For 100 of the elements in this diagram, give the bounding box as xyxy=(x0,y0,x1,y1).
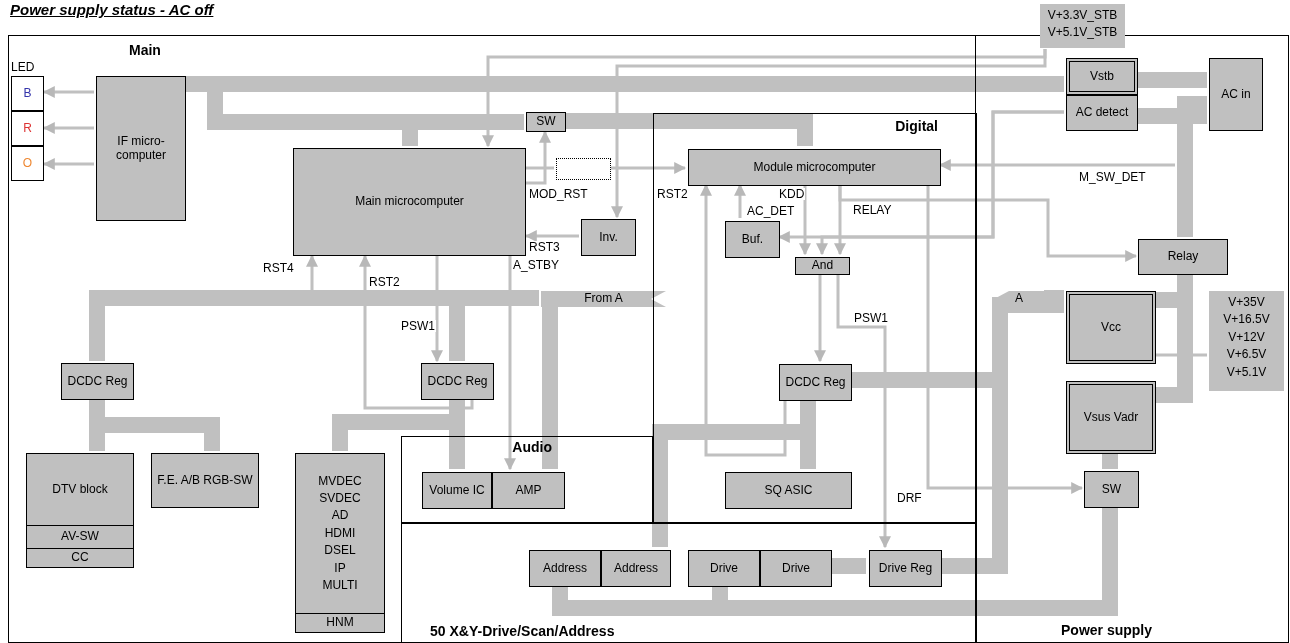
block-label: F.E. A/B RGB-SW xyxy=(156,471,254,489)
arrow xyxy=(816,110,1064,256)
arrow xyxy=(611,49,1047,219)
block-label: Buf. xyxy=(740,230,765,248)
arrow xyxy=(814,274,826,363)
circuit-block xyxy=(295,453,385,633)
power-bus xyxy=(1138,108,1207,124)
power-bus xyxy=(831,558,866,574)
circuit-block xyxy=(1138,239,1228,275)
block-label: SW xyxy=(1100,480,1123,498)
block-label: Drive xyxy=(781,559,811,577)
block-label: Module microcomputer xyxy=(752,158,877,176)
block-label: Vstb xyxy=(1089,67,1115,85)
circuit-block xyxy=(688,149,941,186)
circuit-block xyxy=(293,148,526,256)
block-label: From A xyxy=(583,291,624,307)
block-label: Inv. xyxy=(598,228,619,246)
signal-label: M_SW_DET xyxy=(1078,171,1147,183)
board-title: Audio xyxy=(512,439,552,455)
arrow xyxy=(431,256,443,363)
power-bus xyxy=(1177,96,1207,237)
circuit-block xyxy=(725,472,852,509)
signal-label: AC_DET xyxy=(746,205,796,217)
arrow xyxy=(504,256,516,471)
block-label: AMP xyxy=(514,481,543,499)
connector-flag xyxy=(541,291,666,307)
block-label: DTV block xyxy=(51,480,109,498)
block-label: AC detect xyxy=(1074,104,1130,122)
block-label: Drive Reg xyxy=(877,559,934,577)
block-label: Drive xyxy=(709,559,739,577)
voltage-callout xyxy=(1040,4,1125,48)
circuit-block xyxy=(421,363,494,400)
power-bus xyxy=(542,307,558,469)
circuit-block xyxy=(96,76,186,221)
signal-label: PSW1 xyxy=(853,312,889,324)
board-title: Digital xyxy=(895,118,938,134)
block-label: V+3.3V_STB V+5.1V_STB xyxy=(1046,7,1119,42)
block-label: HNM xyxy=(296,613,384,632)
circuit-block xyxy=(795,257,850,275)
arrow xyxy=(42,158,94,170)
signal-label: KDD xyxy=(778,188,806,200)
circuit-block xyxy=(581,219,636,256)
signal-label: RST2 xyxy=(368,276,401,288)
arrow xyxy=(799,185,811,256)
circuit-block xyxy=(26,453,134,568)
arrow xyxy=(42,122,94,134)
block-label: DCDC Reg xyxy=(426,372,489,390)
circuit-block xyxy=(422,472,492,509)
led-indicator xyxy=(11,146,44,181)
board-title: 50 X&Y-Drive/Scan/Address xyxy=(430,623,615,639)
circuit-block xyxy=(688,550,760,587)
diagram-title: Power supply status - AC off xyxy=(10,1,214,18)
block-label: AC in xyxy=(1220,85,1252,103)
block-label: B xyxy=(22,84,33,102)
block-label: R xyxy=(22,119,33,137)
circuit-block xyxy=(725,221,780,258)
arrow xyxy=(526,130,551,185)
voltage-callout xyxy=(1209,291,1284,391)
led-indicator xyxy=(11,111,44,146)
signal-label: DRF xyxy=(896,492,923,504)
block-label: Relay xyxy=(1166,248,1200,266)
power-bus xyxy=(1102,454,1118,469)
circuit-block xyxy=(1209,58,1263,131)
circuit-block xyxy=(1066,58,1138,95)
arrow xyxy=(611,162,687,174)
block-label: SQ ASIC xyxy=(763,481,814,499)
signal-label: PSW1 xyxy=(400,320,436,332)
signal-label: MOD_RST xyxy=(528,188,589,200)
signal-label: RST2 xyxy=(656,188,689,200)
block-label: Address xyxy=(613,559,659,577)
arrow xyxy=(838,185,1138,262)
block-label: CC xyxy=(27,548,133,567)
block-label: DCDC Reg xyxy=(66,372,129,390)
board-frame xyxy=(401,523,977,643)
board-frame xyxy=(401,436,653,523)
board-title: Power supply xyxy=(1061,622,1153,638)
power-bus xyxy=(1138,72,1207,88)
signal-label: RST3 xyxy=(528,241,561,253)
circuit-block xyxy=(151,453,259,508)
circuit-block xyxy=(1066,291,1156,364)
connector-line xyxy=(1156,353,1207,357)
block-label: And xyxy=(810,258,835,274)
board-frame xyxy=(8,35,976,643)
block-label: O xyxy=(21,154,34,172)
arrow xyxy=(42,86,94,98)
block-label: Vcc xyxy=(1100,318,1122,336)
arrow xyxy=(926,185,1084,494)
signal-label: RELAY xyxy=(852,204,893,216)
signal-label: RST4 xyxy=(262,262,295,274)
block-label: Main microcomputer xyxy=(354,193,465,211)
connector-line xyxy=(526,166,554,170)
power-bus xyxy=(566,113,813,146)
block-label: SW xyxy=(535,113,557,131)
block-label: A xyxy=(1014,291,1024,307)
circuit-block xyxy=(601,550,671,587)
board-title: Main xyxy=(129,42,161,58)
circuit-block xyxy=(529,550,601,587)
block-label: Vsus Vadr xyxy=(1082,408,1140,426)
circuit-block xyxy=(1084,471,1139,508)
circuit-block xyxy=(779,364,852,401)
